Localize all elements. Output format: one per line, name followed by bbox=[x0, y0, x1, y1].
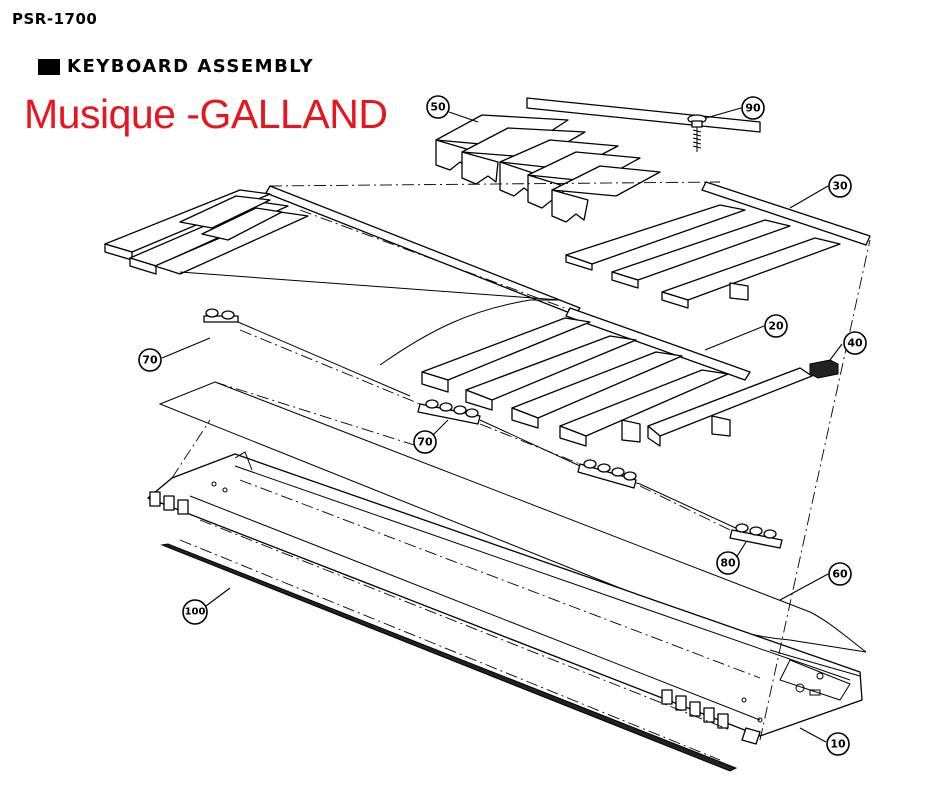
svg-text:50: 50 bbox=[430, 101, 446, 114]
key-frame-upper-part bbox=[104, 185, 581, 366]
svg-text:70: 70 bbox=[142, 354, 158, 367]
rubber-contact-right-part bbox=[479, 419, 741, 531]
svg-text:30: 30 bbox=[832, 180, 848, 193]
rubber-contact-left-part bbox=[203, 308, 411, 397]
white-keys-lower-part bbox=[421, 307, 813, 447]
callout-90: 90 bbox=[741, 96, 765, 120]
model-number: PSR-1700 bbox=[12, 10, 98, 28]
callout-100: 100 bbox=[182, 599, 208, 625]
callout-10: 10 bbox=[826, 732, 850, 756]
contact-board-part bbox=[729, 523, 783, 549]
section-heading: KEYBOARD ASSEMBLY bbox=[38, 56, 314, 77]
svg-text:100: 100 bbox=[185, 607, 206, 618]
callout-20: 20 bbox=[764, 314, 788, 338]
callout-60: 60 bbox=[828, 562, 852, 586]
watermark-text: Musique -GALLAND bbox=[24, 91, 388, 137]
rubber-contact-mid-part bbox=[417, 399, 481, 425]
callout-70-mid: 70 bbox=[413, 430, 437, 454]
callout-50: 50 bbox=[426, 95, 450, 119]
alignment-lines bbox=[171, 181, 871, 761]
leader-lines bbox=[161, 107, 843, 743]
svg-text:90: 90 bbox=[745, 102, 761, 115]
svg-text:20: 20 bbox=[768, 320, 784, 333]
svg-text:70: 70 bbox=[417, 436, 433, 449]
connector-part bbox=[809, 359, 839, 379]
black-keys-part bbox=[435, 97, 761, 223]
callout-80: 80 bbox=[716, 551, 740, 575]
white-keys-upper-part bbox=[565, 181, 871, 309]
section-title: KEYBOARD ASSEMBLY bbox=[67, 56, 314, 77]
svg-text:60: 60 bbox=[832, 568, 848, 581]
svg-text:40: 40 bbox=[847, 337, 863, 350]
screw-part bbox=[687, 114, 707, 152]
callout-70-left: 70 bbox=[138, 348, 162, 372]
heading-square-icon bbox=[38, 58, 60, 75]
felt-strip-part bbox=[160, 543, 738, 772]
callout-40: 40 bbox=[843, 331, 867, 355]
svg-text:10: 10 bbox=[830, 738, 846, 751]
callout-30: 30 bbox=[828, 174, 852, 198]
svg-text:80: 80 bbox=[720, 557, 736, 570]
key-frame-part bbox=[147, 451, 863, 745]
